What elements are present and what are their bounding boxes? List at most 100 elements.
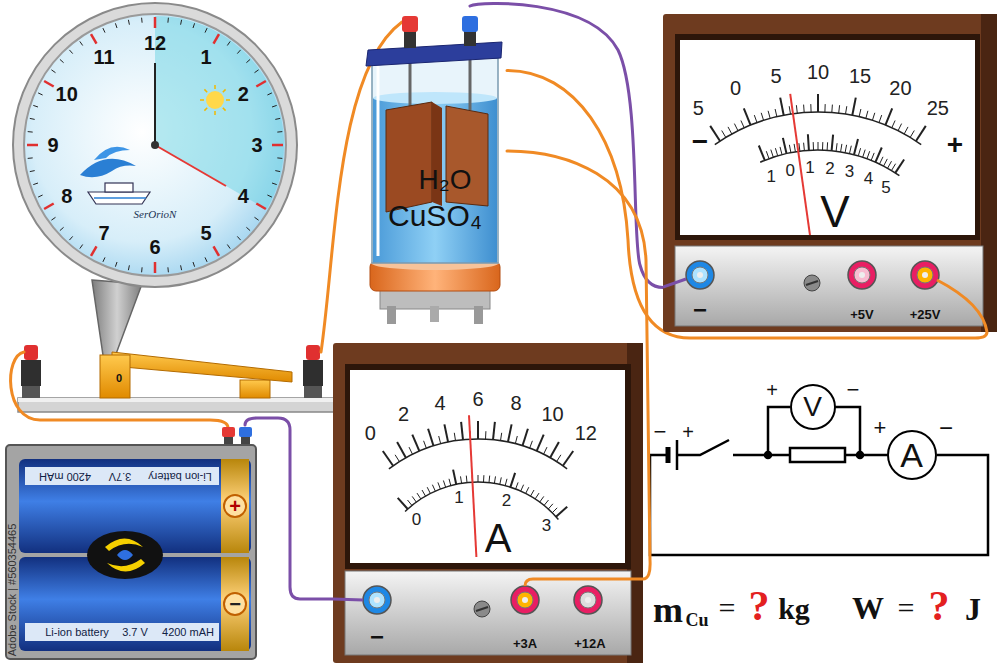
ammeter-part-part-part	[432, 485, 435, 491]
schematic-wire	[836, 407, 887, 455]
formula-text: m	[653, 592, 683, 628]
ammeter-part-part-part	[505, 479, 507, 486]
unknown-mark: ?	[929, 585, 950, 627]
scale-number: 5	[693, 98, 704, 118]
brand-name: SerOrioN	[134, 209, 177, 220]
polarity-sign: +	[766, 380, 778, 400]
clock-face-part-part	[204, 89, 207, 92]
voltmeter-part-part-part	[810, 104, 811, 112]
clock-face-part-part	[80, 159, 136, 177]
battery-pack-part-part	[87, 531, 163, 579]
clock-face-part-part	[33, 105, 38, 107]
knife-switch-part	[18, 398, 340, 402]
ammeter-part-part-part	[397, 442, 406, 458]
ammeter-part-part	[383, 415, 573, 557]
scale-number: 4	[434, 393, 445, 413]
scale-number: 5	[770, 66, 781, 86]
clock-face-part-part	[237, 50, 240, 54]
polarity-sign: +	[874, 417, 887, 439]
circuit-schematic-part	[790, 448, 845, 462]
voltmeter-part-part	[675, 246, 983, 326]
voltmeter-part-part-part	[916, 126, 926, 141]
ammeter-part-part-part	[526, 487, 529, 493]
circuit-schematic-part	[765, 452, 771, 458]
voltmeter-part-part-part	[715, 112, 921, 145]
electrolysis-beaker-part-part	[387, 306, 396, 324]
voltmeter-part-part-part	[768, 111, 770, 119]
ammeter-part-part-part	[409, 447, 413, 454]
ammeter-part-part-part	[454, 433, 455, 441]
battery-label: Li-ion battery	[148, 471, 212, 482]
battery-pack-part-part	[117, 550, 133, 560]
battery-pack-part-part	[107, 559, 145, 572]
ammeter-part-part	[476, 607, 488, 611]
clock-face-part-part	[103, 28, 105, 32]
clock-face-part-part	[44, 204, 54, 210]
knife-switch-part	[21, 360, 41, 386]
ammeter-part-part-part	[398, 498, 408, 509]
voltmeter-part-part-part	[783, 138, 787, 154]
clock-face-part-part	[69, 50, 72, 54]
ammeter-part-part-part	[408, 500, 412, 505]
ammeter-part-part-part	[427, 487, 430, 493]
clock-face-part-part	[214, 246, 220, 256]
formula-text: kg	[778, 594, 810, 624]
battery-pack-part-part	[224, 593, 246, 615]
electrolysis-beaker-part-part	[377, 66, 380, 256]
dial-number: 5	[200, 223, 211, 243]
voltmeter-part-part-part	[841, 144, 842, 152]
formula-text: Cu	[685, 611, 708, 629]
formula-text: =	[898, 593, 915, 623]
scale-number: 0	[412, 510, 421, 527]
voltmeter-part-part-part	[879, 115, 882, 123]
voltmeter-part-part-part	[898, 124, 902, 131]
voltmeter-part-part-part	[895, 160, 904, 173]
scale-number: 12	[575, 423, 597, 443]
voltmeter-part-part-part	[888, 161, 892, 168]
clock-face-part-part	[193, 23, 195, 28]
electrolysis-beaker: H₂OCuSO₄	[362, 6, 507, 328]
ammeter-part-part-part	[508, 424, 512, 442]
battery-pack-part-part	[222, 427, 235, 437]
ammeter-part-part-part	[443, 481, 445, 488]
ammeter-part-part-part	[501, 433, 502, 441]
clock-face-part-part	[272, 144, 283, 147]
voltmeter-part-part-part	[885, 108, 892, 125]
voltmeter-part-part	[680, 40, 975, 235]
clock-face-part-part	[128, 265, 129, 270]
ammeter-part-part-part	[461, 476, 462, 483]
electrolysis-beaker-part-part	[474, 306, 483, 324]
ammeter-part-part-part	[428, 429, 433, 446]
clock-face-part-part	[227, 245, 230, 249]
clock-face-part-part	[223, 108, 226, 111]
magnifier-handle-part	[92, 280, 142, 362]
ammeter-symbol: A	[887, 430, 937, 480]
clock-face-part-part	[60, 227, 64, 230]
ammeter-part-part	[525, 579, 643, 586]
knife-switch-part	[24, 345, 38, 360]
battery-label: 4200 mAH	[162, 627, 214, 638]
voltmeter-part-part-part	[884, 159, 888, 166]
voltmeter-part-part-part	[771, 150, 774, 158]
polarity-sign: +	[229, 496, 241, 516]
battery-pack-part-part	[25, 623, 219, 641]
clock-face-part-part	[151, 141, 159, 149]
ammeter-part-part-part	[552, 508, 557, 513]
voltmeter-part-part-part	[741, 121, 744, 128]
battery-label: 4200 mAH	[39, 471, 91, 482]
ammeter-part-part-part	[395, 455, 399, 462]
voltmeter-part-part-part	[775, 109, 777, 117]
scale-number: 10	[541, 404, 563, 424]
voltmeter-part-part	[710, 94, 926, 235]
dial-number: 11	[93, 47, 114, 67]
ammeter-part-part-part	[489, 476, 491, 483]
clock-face-part-part	[28, 157, 33, 159]
ammeter-part-part-part	[412, 435, 419, 452]
voltmeter-part-part-part	[854, 139, 858, 155]
dial-number: 4	[238, 186, 249, 206]
ammeter-part-part-part	[540, 496, 544, 502]
ammeter-part-part-part	[412, 496, 416, 502]
ammeter-part-part-part	[444, 424, 448, 442]
ammeter-part-part-part	[483, 475, 484, 482]
